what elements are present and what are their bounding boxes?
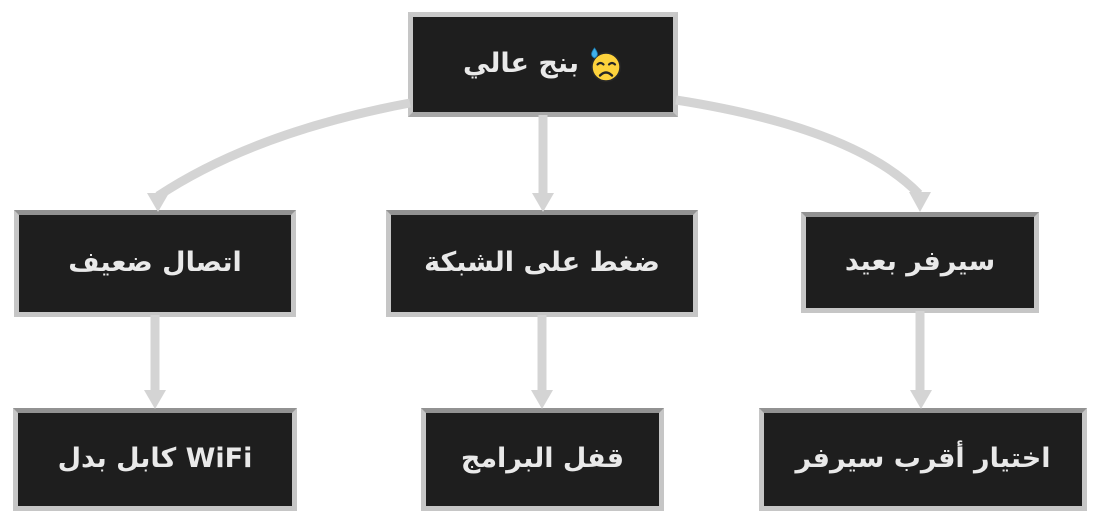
- node-cable-instead-of-wifi: كابل بدل WiFi: [13, 408, 297, 511]
- node-network-congestion: ضغط على الشبكة: [386, 210, 698, 317]
- downcast-face-with-sweat-emoji-icon: [590, 46, 622, 82]
- edge-root-to-weak-connection: [155, 98, 411, 200]
- edge-root-to-far-server: [675, 95, 923, 198]
- arrowhead-down-icon: [909, 192, 931, 212]
- node-label: ضغط على الشبكة: [424, 247, 660, 279]
- node-high-ping-content: بنج عالي: [463, 46, 623, 84]
- node-label: اتصال ضعيف: [68, 247, 242, 279]
- arrowhead-down-icon: [910, 390, 932, 409]
- node-far-server: سيرفر بعيد: [801, 212, 1039, 313]
- node-label: قفل البرامج: [460, 443, 625, 475]
- node-label: اختيار أقرب سيرفر: [795, 443, 1051, 475]
- node-label: بنج عالي: [462, 48, 580, 80]
- node-label: سيرفر بعيد: [844, 246, 996, 278]
- node-label: كابل بدل WiFi: [57, 443, 253, 475]
- node-weak-connection: اتصال ضعيف: [14, 210, 296, 317]
- arrowhead-down-icon: [144, 390, 166, 409]
- node-close-programs: قفل البرامج: [421, 408, 664, 511]
- node-high-ping: بنج عالي: [408, 12, 678, 117]
- node-choose-nearest-server: اختيار أقرب سيرفر: [759, 408, 1087, 511]
- arrowhead-down-icon: [531, 390, 553, 409]
